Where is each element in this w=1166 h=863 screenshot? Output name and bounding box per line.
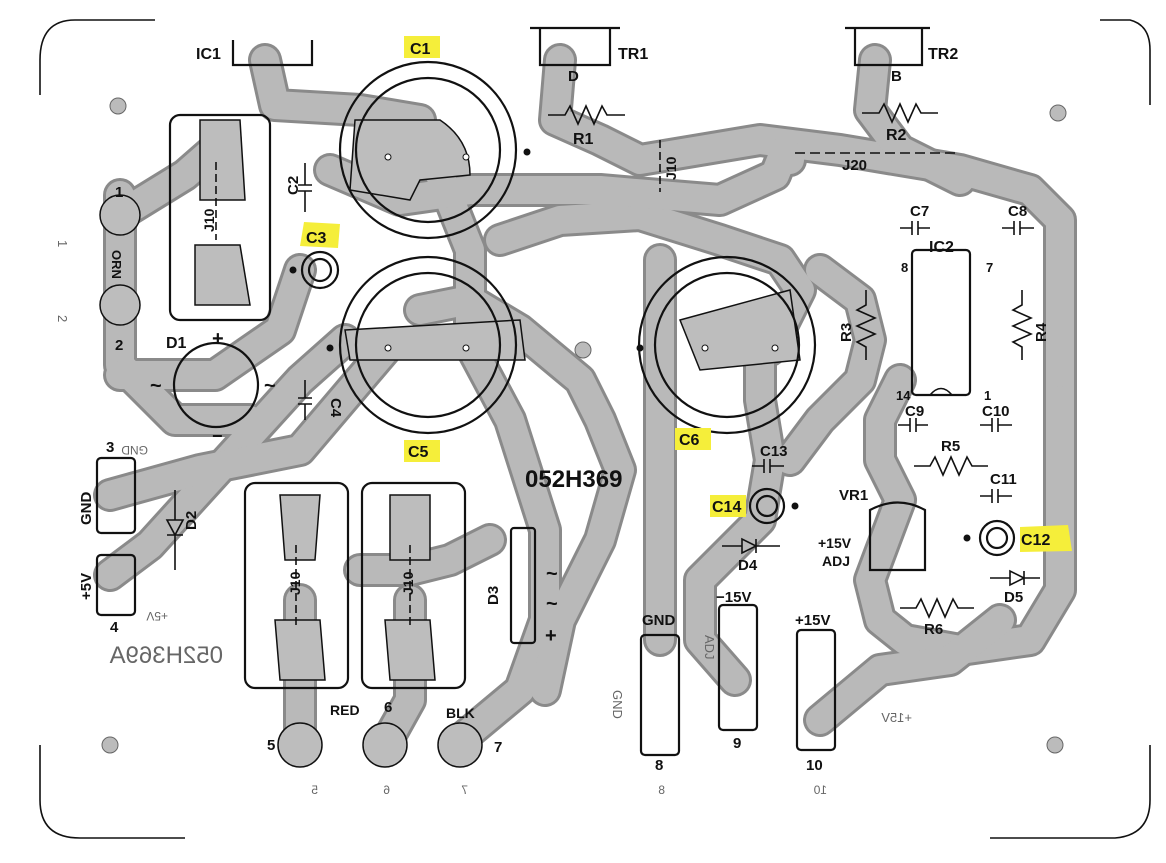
label-c12: C12 [1021,532,1050,549]
label-c7: C7 [910,203,929,220]
label-d2: D2 [183,511,200,530]
label-j20: J20 [842,157,867,174]
label-c1: C1 [410,41,431,58]
component-outlines [95,26,972,757]
connector-labels: 1 ORN 2 3 GND +5V 4 5 RED 6 BLK 7 GND 8 … [78,184,830,774]
label-tr1: TR1 [618,46,648,63]
label-c10: C10 [982,403,1010,420]
conn-3: 3 [106,439,114,456]
label-d3-plus: + [545,625,557,647]
mirror-6: 6 [383,783,390,797]
conn-plus15v: +15V [795,612,830,629]
board-part-number: 052H369 [525,466,622,493]
mirror-8: 8 [658,783,665,797]
conn-10: 10 [806,757,823,774]
label-vr1: VR1 [839,487,868,504]
mirror-5v: +5V [146,609,168,623]
mirror-gnd: GND [121,443,148,457]
conn-red: RED [330,702,360,718]
label-ic2: IC2 [929,239,954,256]
component-labels: IC1 C1 TR1 D TR2 B R1 R2 J20 J10 C2 C3 C… [150,41,1050,647]
conn-1: 1 [115,184,123,201]
label-d3-ac-bottom: ~ [546,593,558,615]
label-c5: C5 [408,444,429,461]
label-ic2-pin8: 8 [901,260,908,275]
label-j10-c: J10 [287,571,303,595]
label-d1: D1 [166,335,187,352]
mirror-2: 2 [55,315,70,322]
label-c11: C11 [990,471,1017,488]
label-j10-d: J10 [400,571,416,595]
resistors [165,102,1040,625]
conn-minus15v: −15V [716,589,751,606]
mirror-10: 10 [813,783,827,797]
label-c6: C6 [679,432,700,449]
label-tr2-pin: B [891,68,902,85]
conn-7: 7 [494,739,502,756]
label-d1-plus: + [212,328,224,350]
label-r2: R2 [886,127,907,144]
conn-9: 9 [733,735,741,752]
conn-gnd-left: GND [78,492,95,526]
conn-6: 6 [384,699,392,716]
mirror-adj: ADJ [702,635,717,660]
label-r6: R6 [924,621,943,638]
label-c9: C9 [905,403,924,420]
label-j10-b: J10 [201,208,217,232]
label-adj: ADJ [822,553,850,569]
label-tr2: TR2 [928,46,958,63]
label-j10-a: J10 [663,156,679,180]
label-ic1: IC1 [196,46,221,63]
conn-gnd-bottom: GND [642,612,676,629]
mirror-5: 5 [311,783,318,797]
mounting-holes [101,97,1067,754]
label-d3-ac-top: ~ [546,563,558,585]
label-c4: C4 [327,398,344,418]
conn-5: 5 [267,737,275,754]
label-c2: C2 [285,176,302,195]
label-d5: D5 [1004,589,1023,606]
label-r1: R1 [573,131,594,148]
label-adj-15v: +15V [818,535,852,551]
label-c14: C14 [712,499,741,516]
conn-2: 2 [115,337,123,354]
label-ic2-pin1: 1 [984,388,991,403]
electrolytic-capacitors [289,60,1016,557]
label-r5: R5 [941,438,960,455]
mirror-gnd-bottom: GND [610,690,625,719]
label-ic2-pin7: 7 [986,260,993,275]
mirror-7: 7 [461,783,468,797]
label-d1-minus: − [212,426,223,446]
corner-marks [39,19,1151,839]
conn-plus5v: +5V [78,573,95,600]
mirror-part-number: 052H369A [110,642,223,669]
conn-blk: BLK [446,705,475,721]
highlights [300,36,1072,552]
mirror-1: 1 [55,240,70,247]
label-tr1-pin: D [568,68,579,85]
label-r3: R3 [838,323,855,342]
mirror-15v: +15V [881,710,912,725]
label-c13: C13 [760,443,788,460]
label-d3: D3 [485,586,502,605]
mirrored-labels: 052H369A 1 2 GND +5V 5 6 7 8 10 GND ADJ … [55,240,912,797]
label-d1-ac-left: ~ [150,375,162,397]
label-ic2-pin14: 14 [896,388,911,403]
conn-8: 8 [655,757,663,774]
label-c8: C8 [1008,203,1027,220]
label-d1-ac-right: ~ [264,375,276,397]
label-d4: D4 [738,557,758,574]
conn-4: 4 [110,619,119,636]
conn-orn: ORN [109,250,124,279]
label-c3: C3 [306,230,327,247]
label-r4: R4 [1033,322,1050,342]
